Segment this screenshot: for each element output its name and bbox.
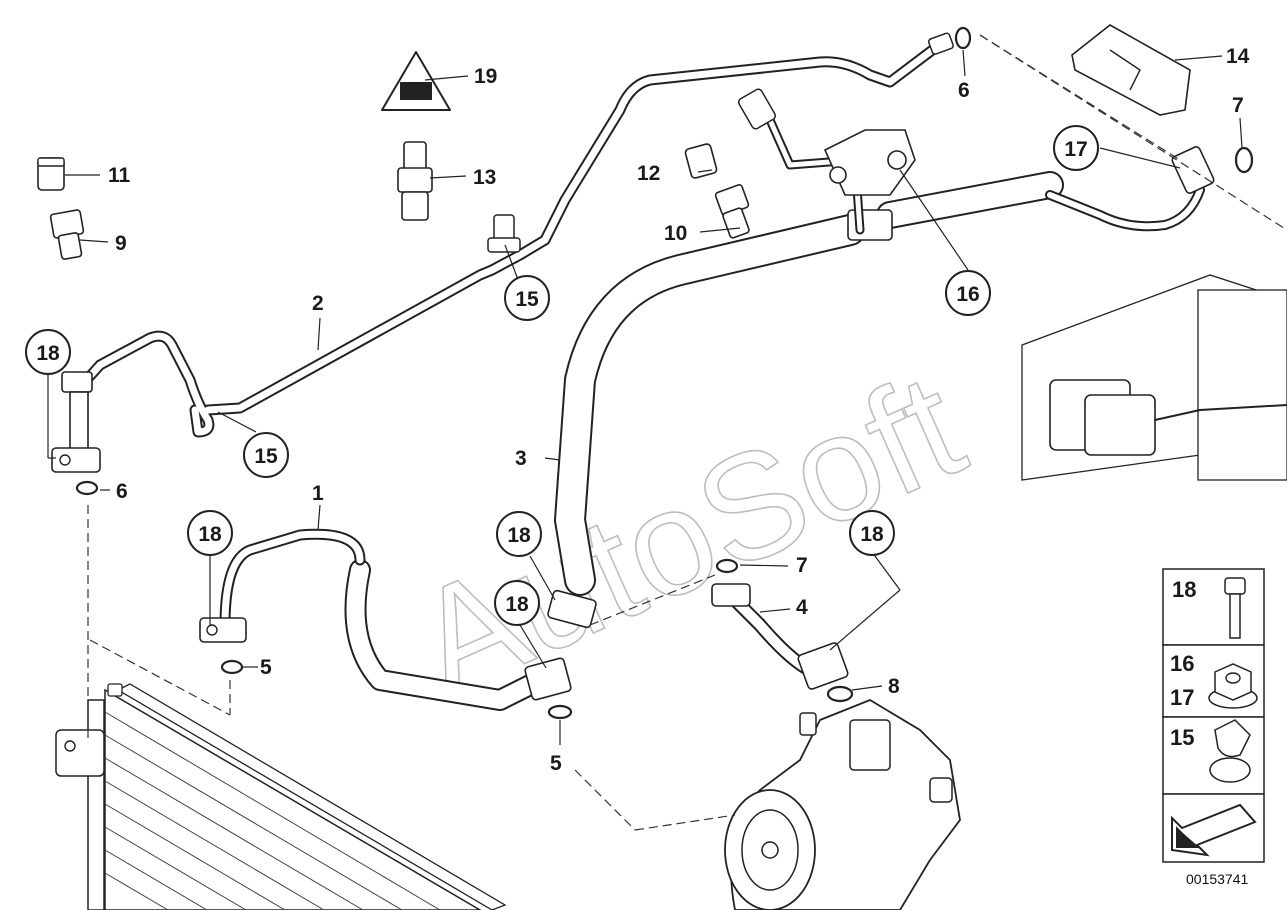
bracket-icon — [737, 88, 916, 235]
part-label-4: 4 — [796, 596, 808, 619]
valve-cap-icon — [684, 143, 718, 179]
circled-label-15-upper: 15 — [504, 275, 550, 321]
part-label-3: 3 — [515, 447, 527, 470]
part-label-6-left: 6 — [116, 480, 128, 503]
part-label-11: 11 — [108, 164, 131, 187]
service-valve-icon — [714, 183, 750, 239]
svg-text:18: 18 — [505, 593, 529, 616]
bolt-icon — [1224, 577, 1246, 639]
part-label-13: 13 — [473, 166, 496, 189]
pressure-switch-icon — [397, 141, 433, 221]
part-label-19: 19 — [474, 65, 497, 88]
part-label-14: 14 — [1226, 45, 1250, 68]
svg-text:15: 15 — [254, 445, 278, 468]
legend: 18 16 17 15 — [1162, 568, 1265, 863]
pipe-2 — [51, 26, 972, 496]
condenser-icon — [55, 683, 507, 910]
pipe-4 — [711, 558, 854, 703]
part-label-12: 12 — [637, 162, 660, 185]
service-valve-icon — [49, 209, 85, 260]
valve-cap-icon — [37, 157, 65, 191]
legend-label-17: 17 — [1170, 685, 1194, 710]
triangle-warning-icon — [381, 51, 451, 111]
part-label-6-top: 6 — [958, 79, 970, 102]
svg-text:18: 18 — [860, 523, 884, 546]
diagram-reference-number: 00153741 — [1186, 871, 1249, 887]
hose-clip-icon — [1209, 719, 1251, 783]
direction-arrow-icon — [1171, 803, 1257, 857]
watermark: AutoSoft — [391, 340, 985, 728]
circled-label-15-lower: 15 — [243, 432, 289, 478]
pipe-1 — [199, 528, 573, 720]
bracket-icon — [1071, 24, 1191, 116]
flange-nut-icon — [1208, 663, 1258, 709]
svg-text:17: 17 — [1064, 138, 1087, 161]
part-label-2: 2 — [312, 292, 324, 315]
legend-label-16: 16 — [1170, 651, 1194, 676]
circled-label-18-right: 18 — [849, 510, 895, 556]
part-label-7-right: 7 — [1232, 94, 1244, 117]
part-label-1: 1 — [312, 482, 324, 505]
circled-label-17: 17 — [1053, 125, 1099, 171]
evaporator-connector-icon — [1021, 274, 1287, 481]
part-label-10: 10 — [664, 222, 687, 245]
part-label-5-center: 5 — [550, 752, 562, 775]
circled-label-18-left: 18 — [187, 510, 233, 556]
circled-label-18-center-upper: 18 — [496, 511, 542, 557]
part-label-9: 9 — [115, 232, 127, 255]
part-label-7-center: 7 — [796, 554, 808, 577]
part-label-8: 8 — [888, 675, 900, 698]
part-label-5-left: 5 — [260, 656, 272, 679]
compressor-icon — [724, 698, 961, 910]
circled-label-18-topleft: 18 — [25, 329, 71, 375]
svg-text:15: 15 — [515, 288, 539, 311]
legend-label-15: 15 — [1170, 725, 1194, 750]
circled-label-18-center-lower: 18 — [494, 580, 540, 626]
svg-text:18: 18 — [36, 342, 60, 365]
svg-text:18: 18 — [507, 524, 531, 547]
legend-label-18: 18 — [1172, 577, 1196, 602]
svg-text:16: 16 — [956, 283, 979, 306]
svg-text:18: 18 — [198, 523, 222, 546]
circled-label-16: 16 — [945, 270, 991, 316]
